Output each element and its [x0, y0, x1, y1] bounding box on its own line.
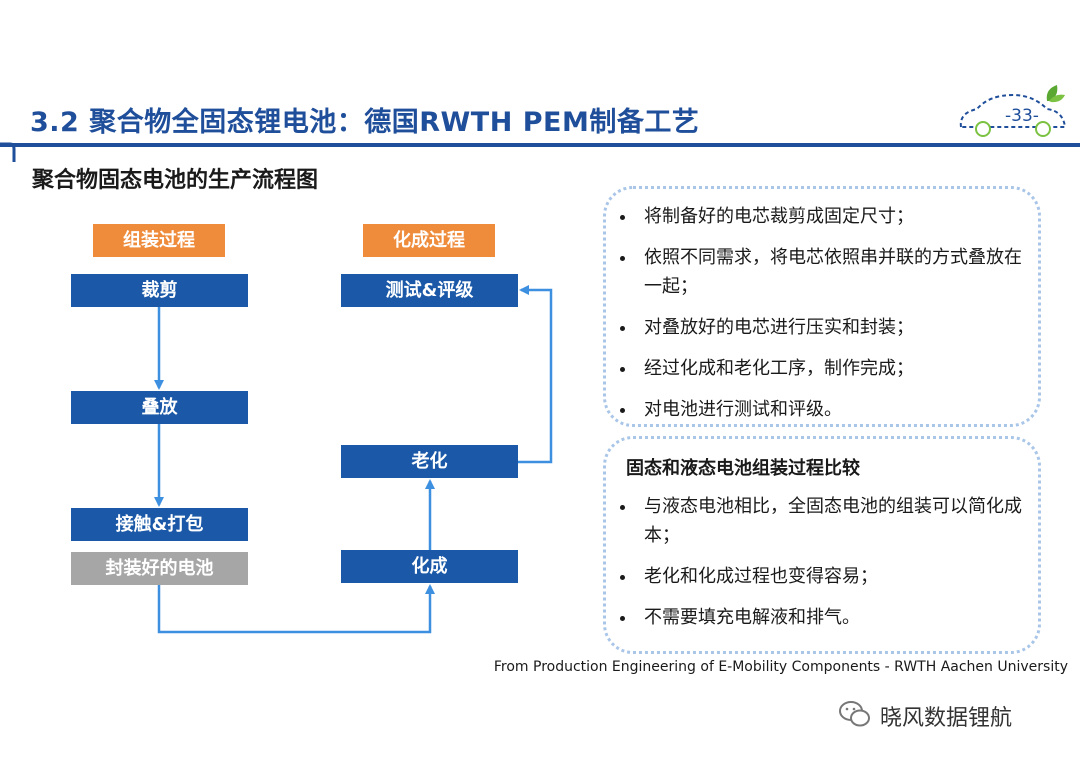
brand-name: 晓风数据锂航 — [880, 706, 1013, 731]
car-leaf-logo — [959, 85, 1067, 137]
process-note-item: 对电池进行测试和评级。 — [616, 395, 1028, 424]
process-notes-panel — [603, 186, 1041, 427]
arrow-sealed-to-formation — [157, 584, 435, 634]
comparison-panel — [603, 436, 1041, 654]
comparison-title: 固态和液态电池组装过程比较 — [626, 458, 860, 479]
process-note-item: 将制备好的电芯裁剪成固定尺寸； — [616, 202, 1028, 231]
slide-title: 3.2 聚合物全固态锂电池：德国RWTH PEM制备工艺 — [30, 107, 700, 138]
process-note-item: 对叠放好的电芯进行压实和封装； — [616, 313, 1028, 342]
comparison-list: 与液态电池相比，全固态电池的组装可以简化成本； 老化和化成过程也变得容易； 不需… — [616, 492, 1028, 644]
comparison-item: 不需要填充电解液和排气。 — [616, 603, 1028, 632]
process-note-item: 依照不同需求，将电芯依照串并联的方式叠放在一起； — [616, 243, 1028, 301]
formation-process-label: 化成过程 — [363, 224, 495, 257]
step-contact-pack: 接触&打包 — [71, 508, 248, 541]
assembly-process-label: 组装过程 — [93, 224, 225, 257]
comparison-item: 老化和化成过程也变得容易； — [616, 562, 1028, 591]
step-aging: 老化 — [341, 445, 518, 478]
step-stack: 叠放 — [71, 391, 248, 424]
arrow-aging-to-test — [518, 285, 553, 464]
source-citation: From Production Engineering of E-Mobilit… — [493, 659, 1068, 675]
step-formation: 化成 — [341, 550, 518, 583]
wechat-icon — [839, 701, 870, 727]
page-number: -33- — [1005, 106, 1039, 126]
step-test-grade: 测试&评级 — [341, 274, 518, 307]
comparison-item: 与液态电池相比，全固态电池的组装可以简化成本； — [616, 492, 1028, 550]
process-note-item: 经过化成和老化工序，制作完成； — [616, 354, 1028, 383]
step-cut: 裁剪 — [71, 274, 248, 307]
process-notes-list: 将制备好的电芯裁剪成固定尺寸； 依照不同需求，将电芯依照串并联的方式叠放在一起；… — [616, 202, 1028, 436]
section-subtitle: 聚合物固态电池的生产流程图 — [32, 168, 319, 193]
step-sealed-cell: 封装好的电池 — [71, 552, 248, 585]
title-underline — [0, 143, 1080, 147]
